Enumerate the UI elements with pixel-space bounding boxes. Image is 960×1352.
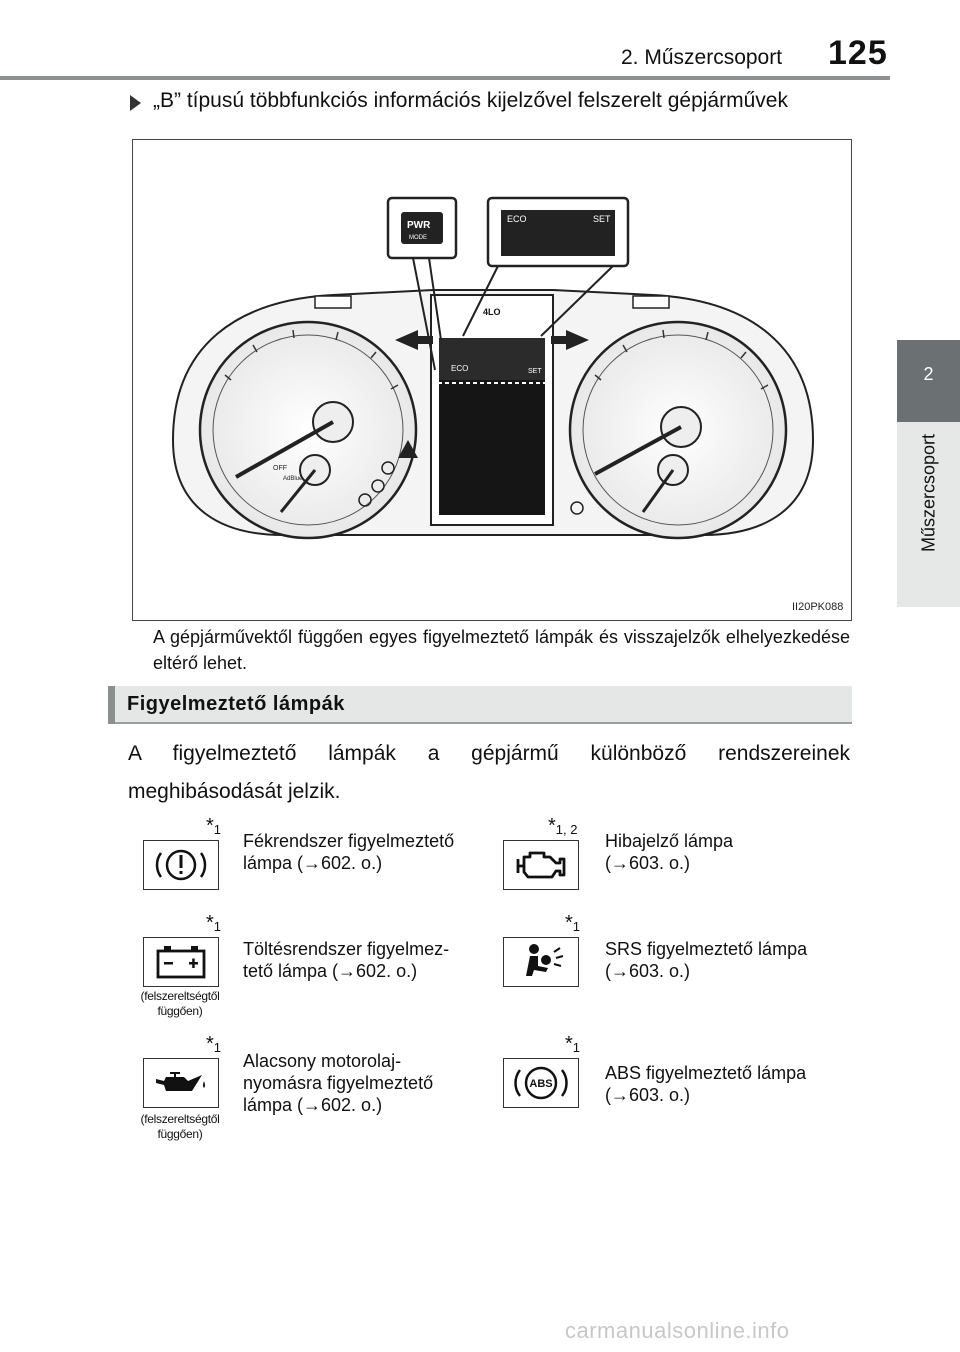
side-tab-label[interactable]: Műszercsoport [897, 422, 960, 607]
section-header: Figyelmeztető lámpák [108, 686, 852, 724]
figure-off-label: OFF [273, 465, 287, 472]
section-body: A figyelmeztető lámpák a gépjármű különb… [128, 742, 850, 803]
side-tab-number-text: 2 [923, 364, 934, 384]
figure-code: II20PK088 [792, 601, 844, 613]
star-symbol: * [206, 1033, 214, 1055]
footnote-marker: *1, 2 [548, 815, 577, 838]
footnote-number: 1 [213, 1040, 222, 1055]
side-tab-number[interactable]: 2 [897, 340, 960, 422]
figure-eco-callout-label: ECO [507, 214, 527, 224]
figure-caption: A gépjárművektől függően egyes figyelmez… [153, 627, 850, 673]
entry-description: Hibajelző lámpa(→603. o.) [605, 831, 734, 873]
figure-adblue-label: AdBlue [283, 476, 303, 482]
star-symbol: * [206, 815, 214, 837]
watermark: carmanualsonline.info [565, 1318, 790, 1343]
figure-set-label: SET [528, 368, 542, 375]
star-symbol: * [206, 912, 214, 934]
oil-pressure-icon [143, 1058, 219, 1108]
star-symbol: * [565, 1033, 573, 1055]
footnote-marker: *1 [565, 912, 580, 935]
abs-warning-icon: ABS [503, 1058, 579, 1108]
section-accent [108, 686, 115, 724]
figure-4lo-label: 4LO [483, 307, 501, 317]
footnote-number: 1 [213, 822, 222, 837]
entry-description: Töltésrendszer figyelmez-tető lámpa (→60… [243, 939, 450, 981]
entry-description: ABS figyelmeztető lámpa(→603. o.) [605, 1063, 807, 1105]
footnote-marker: *1 [206, 912, 221, 935]
srs-airbag-icon [503, 937, 579, 987]
star-symbol: * [548, 815, 556, 837]
footnote-marker: *1 [206, 815, 221, 838]
instrument-cluster-figure: ECO SET 4LO PWR MODE ECO SET OFF AdBlue [132, 139, 852, 621]
intro-heading: „B” típusú többfunkciós információs kije… [153, 89, 788, 112]
engine-malfunction-icon [503, 840, 579, 890]
svg-text:ABS: ABS [529, 1078, 552, 1090]
figure-pwr-label: PWR [407, 220, 431, 231]
entry-description: Alacsony motorolaj-nyomásra figyelmeztet… [243, 1051, 434, 1115]
battery-charging-icon [143, 937, 219, 987]
footnote-number: 1 [213, 919, 222, 934]
figure-mode-label: MODE [409, 235, 427, 241]
instrument-cluster-illustration: ECO SET 4LO PWR MODE ECO SET OFF AdBlue [171, 196, 815, 540]
brake-warning-icon [143, 840, 219, 890]
side-tab-label-text: Műszercsoport [918, 434, 938, 553]
page-number: 125 [828, 34, 888, 72]
star-symbol: * [565, 912, 573, 934]
section-title: Figyelmeztető lámpák [127, 693, 345, 715]
footnote-number: 1 [572, 1040, 581, 1055]
figure-set-callout-label: SET [593, 214, 611, 224]
entry-description: SRS figyelmeztető lámpa(→603. o.) [605, 939, 808, 981]
bullet-arrow-icon [130, 95, 141, 111]
header-rule [0, 76, 890, 80]
footnote-marker: *1 [565, 1033, 580, 1056]
footnote-number: 1 [572, 919, 581, 934]
figure-eco-label: ECO [451, 364, 468, 373]
chapter-title: 2. Műszercsoport [621, 46, 783, 69]
footnote-number: 1, 2 [555, 822, 578, 837]
footnote-marker: *1 [206, 1033, 221, 1056]
